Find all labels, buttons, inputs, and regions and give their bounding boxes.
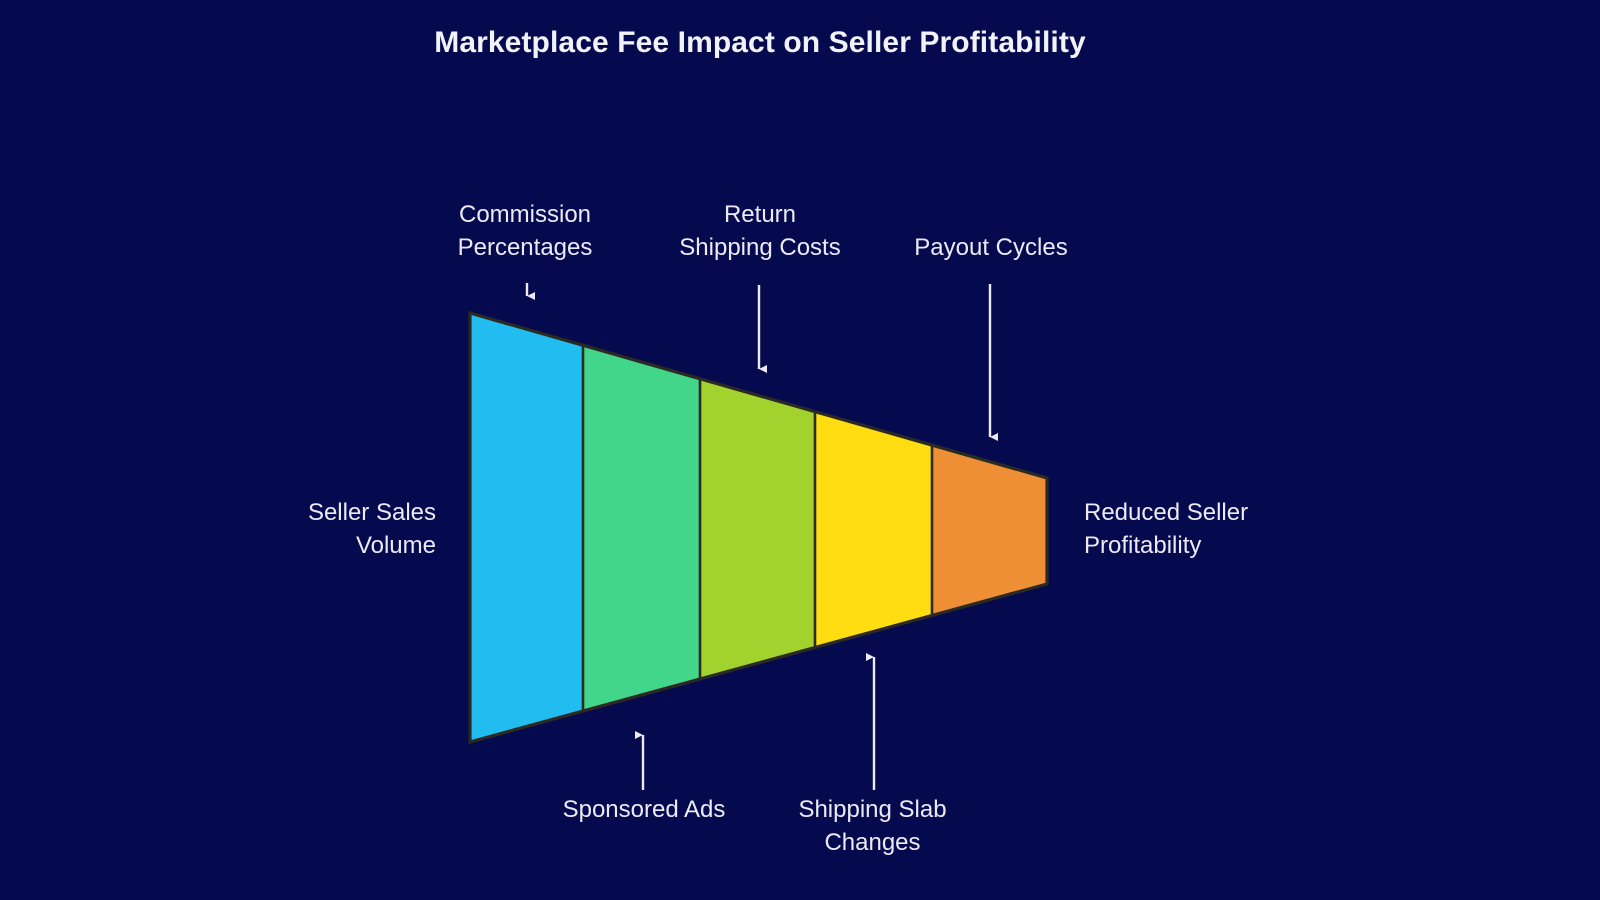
funnel-segment-3[interactable] <box>700 305 817 755</box>
annotation-return-shipping-costs: Return Shipping Costs <box>679 201 841 262</box>
funnel-segment-dividers <box>581 345 934 711</box>
funnel-outline <box>468 310 1049 745</box>
annotation-arrows <box>525 283 998 790</box>
funnel-segment-2[interactable] <box>583 305 702 755</box>
annotation-shipping-slab-changes: Shipping Slab Changes <box>798 796 947 857</box>
funnel-output-label: Reduced Seller Profitability <box>1084 499 1249 560</box>
funnel-segment-1[interactable] <box>468 305 585 755</box>
funnel-segment-5[interactable] <box>932 305 1052 755</box>
funnel-input-label: Seller Sales Volume <box>307 499 436 560</box>
page-title: Marketplace Fee Impact on Seller Profita… <box>434 26 1086 59</box>
annotation-sponsored-ads: Sponsored Ads <box>562 796 726 823</box>
annotation-payout-cycles: Payout Cycles <box>914 234 1068 261</box>
funnel-segments <box>468 305 1052 755</box>
annotation-commission-percentages: Commission Percentages <box>457 201 593 262</box>
